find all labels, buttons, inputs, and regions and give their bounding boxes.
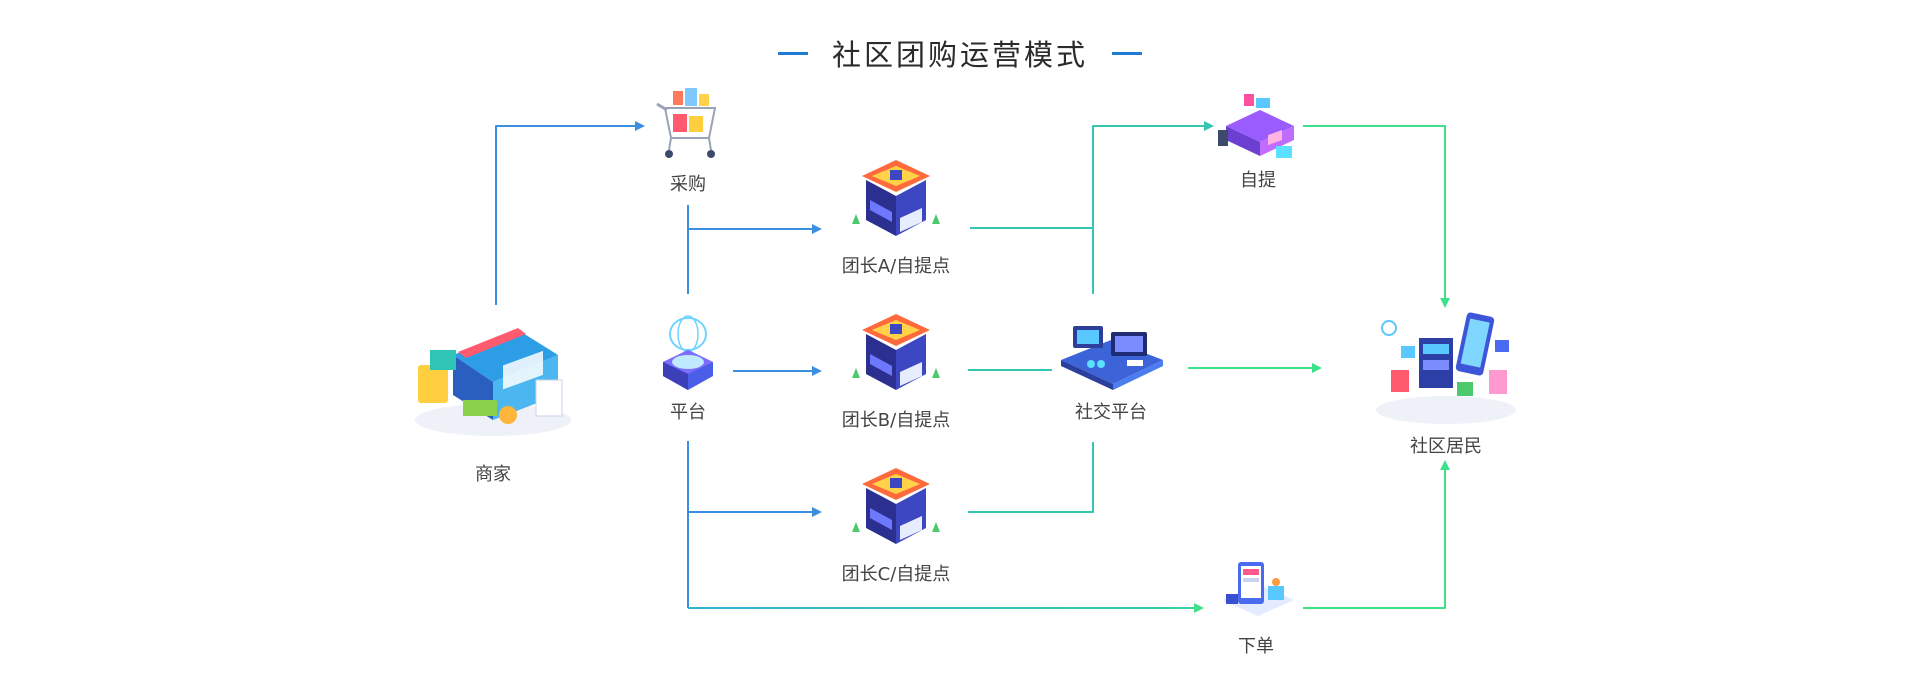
node-residents: 社区居民 [1336,310,1556,458]
mobile-order-icon [1222,562,1294,616]
node-self-pickup: 自提 [1148,90,1368,192]
node-platform: 平台 [578,314,798,424]
node-leader-a: 团长A/自提点 [786,158,1006,278]
node-order: 下单 [1146,556,1366,658]
node-purchase: 采购 [578,86,798,196]
shop-building-icon [852,160,940,236]
node-social-platform: 社交平台 [1001,318,1221,424]
arrow-order-to-residents [1303,460,1450,609]
leader-b-label: 团长B/自提点 [841,410,951,431]
node-leader-c: 团长C/自提点 [786,466,1006,586]
social-platform-label: 社交平台 [1075,402,1147,423]
merchant-label: 商家 [475,464,511,485]
order-label: 下单 [1238,636,1274,657]
self-pickup-label: 自提 [1240,170,1276,191]
social-screens-icon [1061,326,1163,390]
shopping-cart-icon [656,88,717,158]
arrow-social-to-self-pickup [1092,121,1214,294]
storefront-illustration-icon [415,328,571,436]
leader-c-label: 团长C/自提点 [841,564,951,585]
line-leader-c-to-social [968,442,1094,513]
platform-label: 平台 [670,402,706,423]
residents-label: 社区居民 [1410,436,1482,457]
pickup-store-icon [1218,94,1294,158]
arrow-merchant-to-purchase [495,121,645,305]
diagram-title: 社区团购运营模式 [0,28,1920,78]
purchase-label: 采购 [670,174,706,195]
platform-pedestal-icon [663,315,713,390]
node-leader-b: 团长B/自提点 [786,312,1006,432]
shop-building-icon [852,314,940,390]
leader-a-label: 团长A/自提点 [841,256,951,277]
title-right-dash [1112,51,1142,55]
shop-building-icon [852,468,940,544]
node-merchant: 商家 [383,310,603,486]
community-residents-icon [1376,312,1516,424]
title-left-dash [777,51,808,55]
arrow-self-pickup-to-residents [1303,125,1450,308]
title-text: 社区团购运营模式 [831,38,1088,72]
